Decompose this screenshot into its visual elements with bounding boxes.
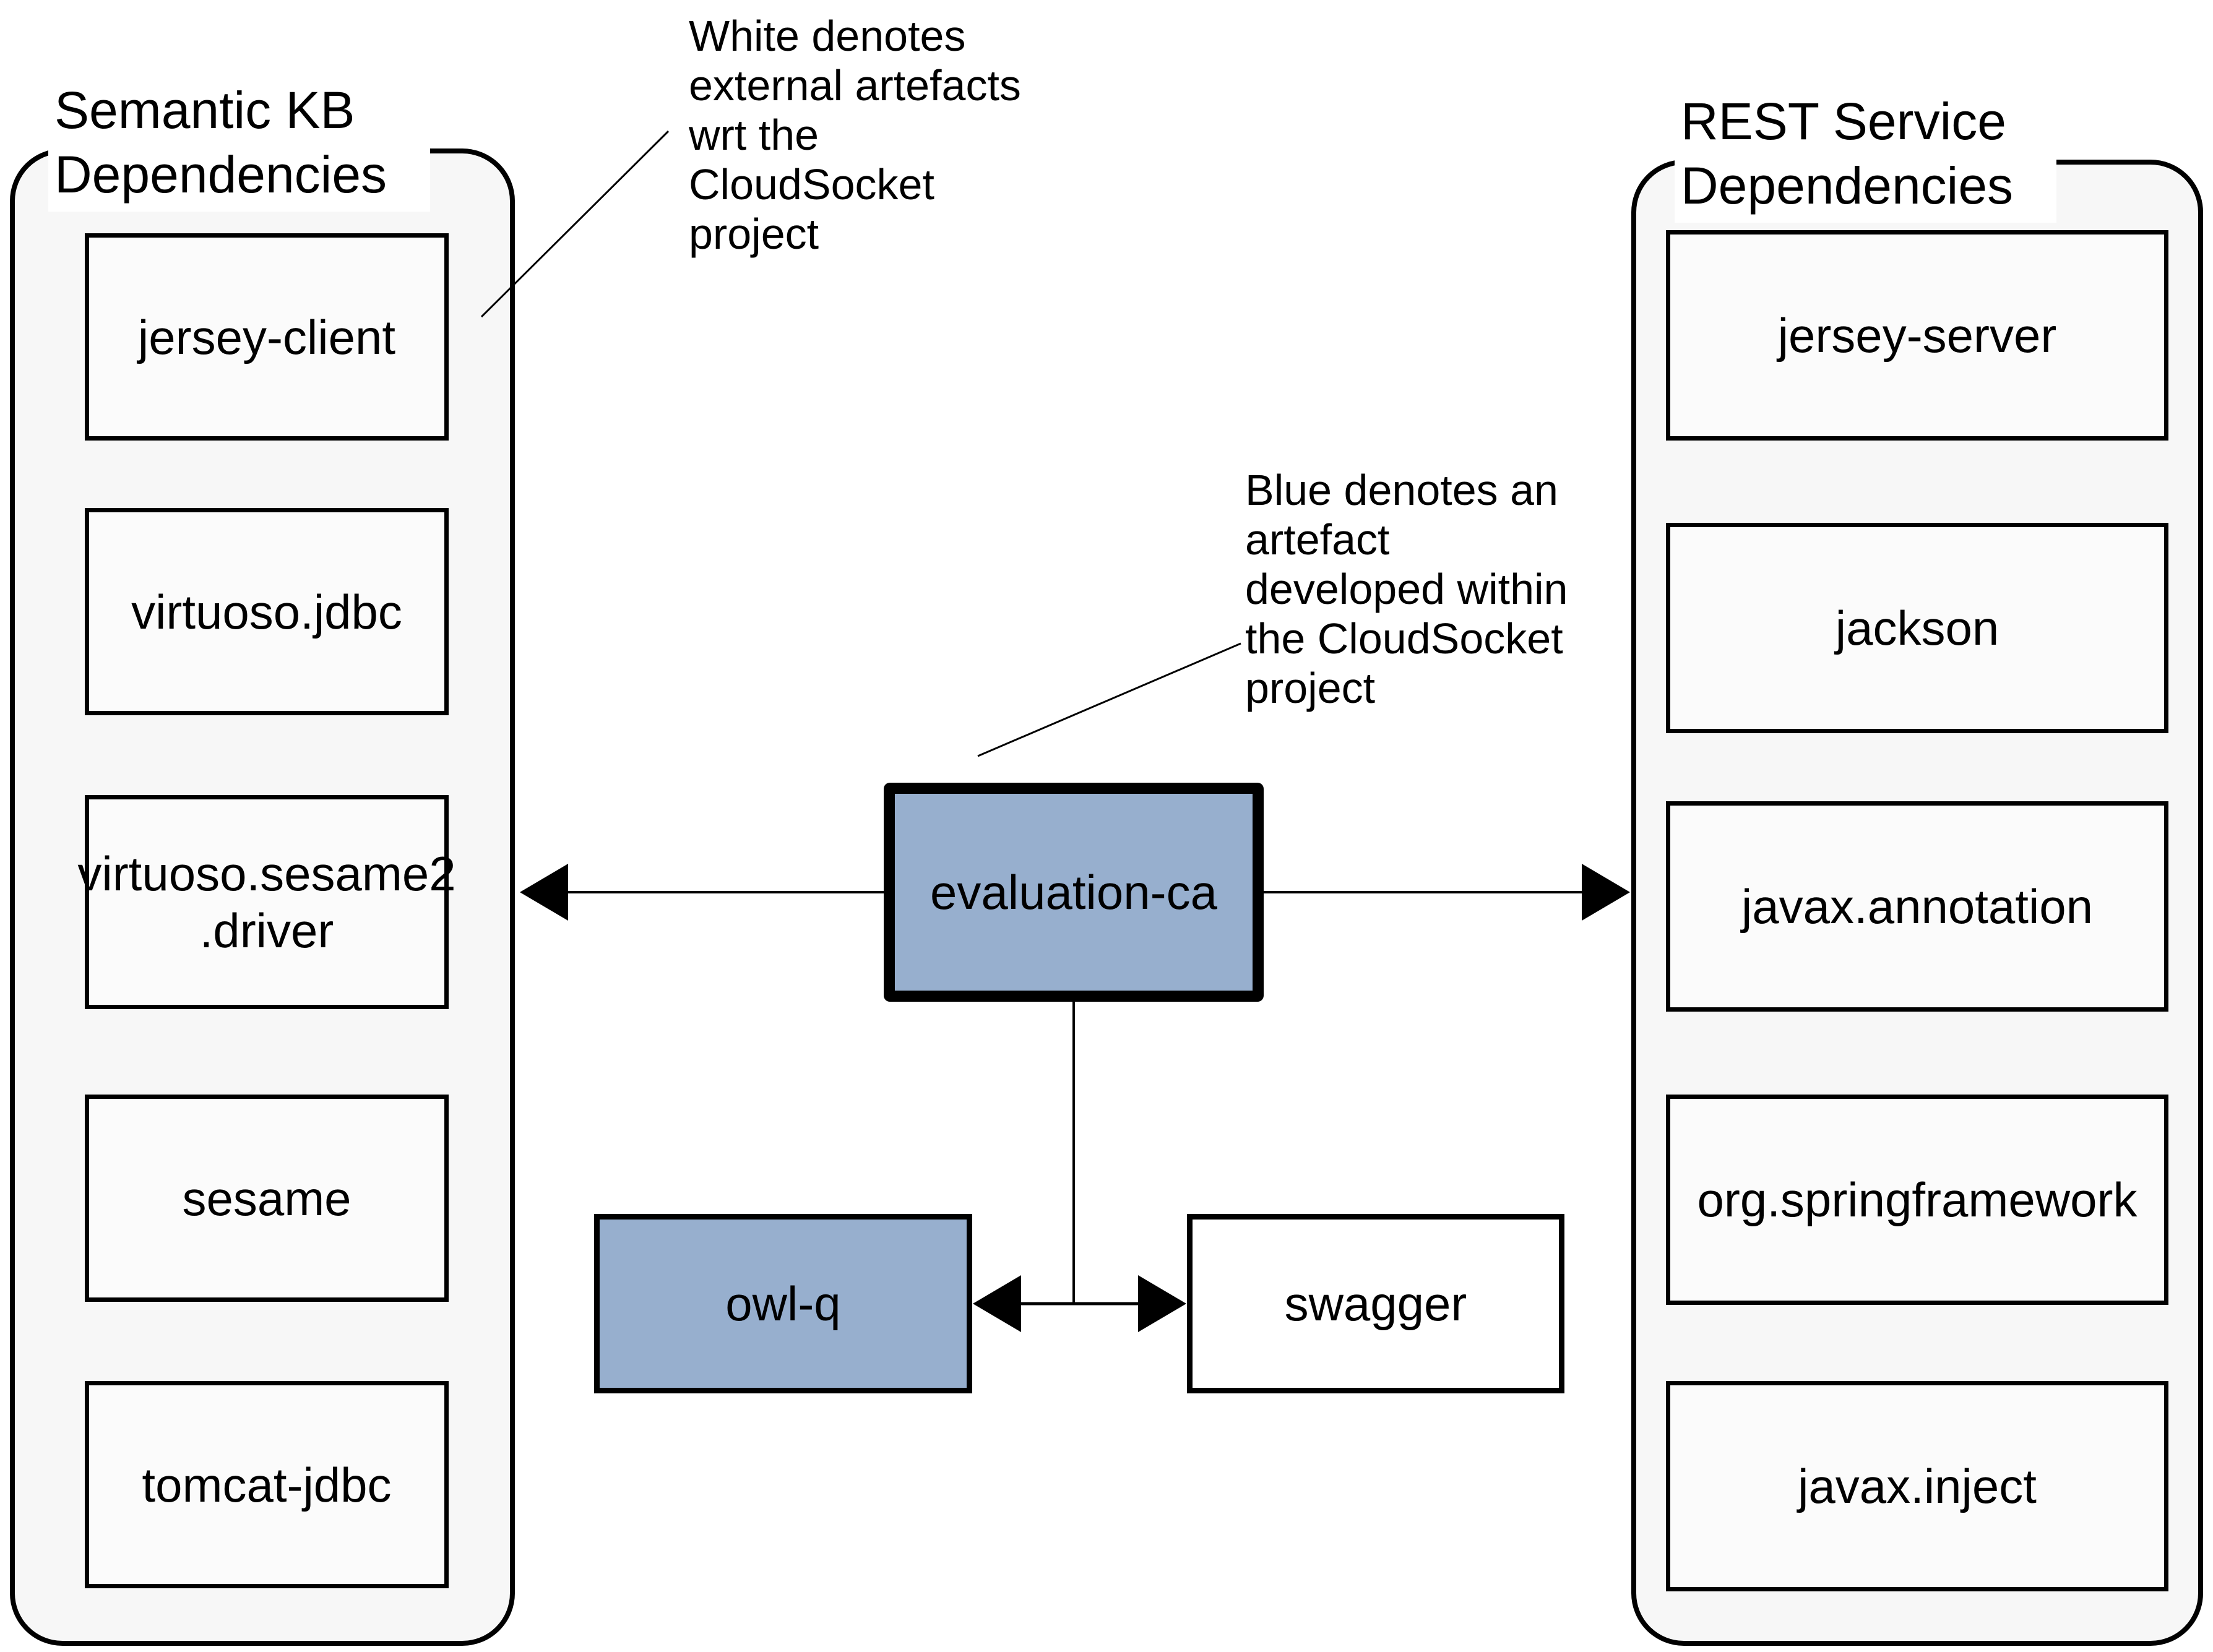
node-sesame: sesame [85, 1095, 449, 1302]
node-tomcat-jdbc: tomcat-jdbc [85, 1381, 449, 1588]
arrowhead-right-icon [1582, 864, 1630, 921]
node-javax-inject: javax.inject [1666, 1381, 2168, 1591]
arrowhead-left-icon [520, 864, 568, 921]
node-evaluation-ca: evaluation-ca [884, 783, 1264, 1002]
arrowhead-to-swagger-icon [1138, 1275, 1186, 1332]
blue-note-leader-line [977, 642, 1241, 757]
arrowhead-to-owlq-icon [973, 1275, 1021, 1332]
white-legend-note: White denotes external artefacts wrt the… [689, 12, 1021, 258]
node-virtuoso-sesame2-driver: virtuoso.sesame2 .driver [77, 795, 456, 1009]
node-owl-q: owl-q [594, 1214, 972, 1393]
node-javax-annotation: javax.annotation [1666, 801, 2168, 1012]
blue-legend-note: Blue denotes an artefact developed withi… [1245, 466, 1568, 712]
rest-service-group-label: REST Service Dependencies [1675, 88, 2057, 223]
node-swagger: swagger [1187, 1214, 1564, 1393]
node-jackson: jackson [1666, 523, 2168, 733]
semantic-kb-group-label: Semantic KB Dependencies [48, 77, 431, 212]
node-org-springframework: org.springframework [1666, 1095, 2168, 1305]
node-jersey-client: jersey-client [85, 233, 449, 441]
node-jersey-server: jersey-server [1666, 230, 2168, 441]
node-virtuoso-jdbc: virtuoso.jdbc [85, 508, 449, 715]
